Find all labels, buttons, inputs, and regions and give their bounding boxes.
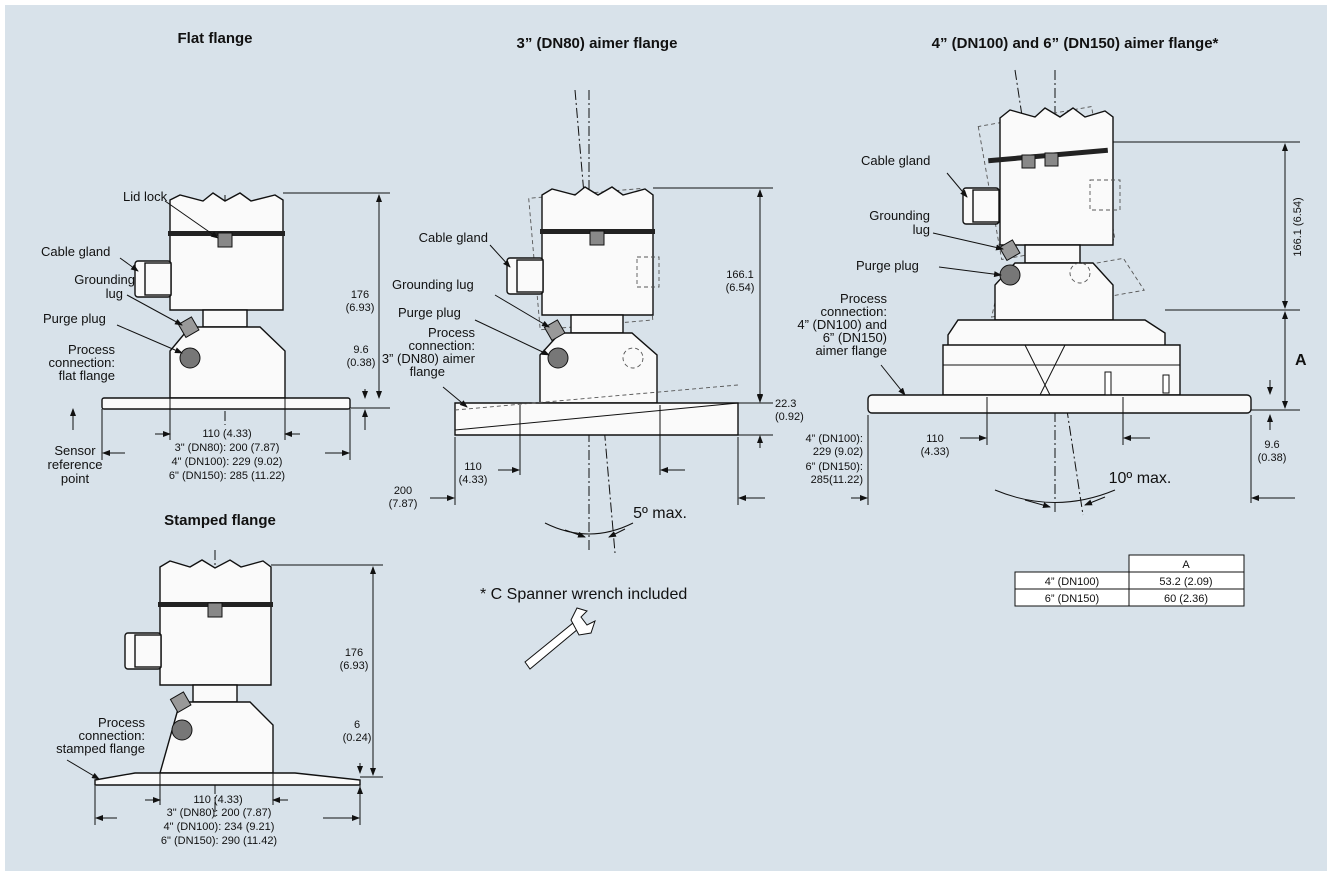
spanner-note: * C Spanner wrench included	[480, 586, 687, 603]
aimer-3in-process-label-3: 3” (DN80) aimer	[382, 351, 476, 366]
flat-width-110: 110 (4.33)	[202, 428, 251, 440]
table-header-a: A	[1182, 559, 1190, 571]
aimer-3in-width-110: 110	[464, 461, 482, 473]
flat-cable-gland-label: Cable gland	[41, 244, 110, 259]
stamped-process-label-3: stamped flange	[56, 741, 145, 756]
flat-purge-label: Purge plug	[43, 311, 106, 326]
stamped-width-dn80: 3" (DN80): 200 (7.87)	[167, 807, 272, 819]
aimer-4-6in-title: 4” (DN100) and 6” (DN150) aimer flange*	[932, 35, 1219, 52]
flat-width-dn150: 6" (DN150): 285 (11.22)	[169, 470, 285, 482]
stamped-width-dn100: 4" (DN100): 234 (9.21)	[164, 821, 275, 833]
stamped-height-176: 176	[345, 647, 363, 659]
aimer-3in-process-label-1: Process	[428, 325, 475, 340]
aimer-3in-height-223-in: (0.92)	[775, 411, 804, 423]
table-row-size: 6” (DN150)	[1045, 593, 1099, 605]
dimension-drawing: Flat flange Lid lock Cable gland Groundi…	[41, 30, 1307, 847]
aimer-4-6in-cable-gland-label: Cable gland	[861, 153, 930, 168]
stamped-flange-view: Stamped flange Process connection: stamp…	[56, 512, 383, 847]
aimer-4-6in-process-label-3: 4” (DN100) and	[797, 317, 887, 332]
aimer-4-6in-width-dn150: 6” (DN150):	[806, 461, 863, 473]
aimer-3in-height-166: 166.1	[726, 269, 754, 281]
aimer-4-6in-process-label-5: aimer flange	[815, 343, 887, 358]
flat-process-label-2: connection:	[49, 355, 116, 370]
aimer-4-6in-flange-plate	[867, 394, 1252, 414]
aimer-3in-process-label-2: connection:	[409, 338, 476, 353]
sensor-ref-label-3: point	[61, 471, 90, 486]
aimer-4-6in-height-96: 9.6	[1264, 439, 1279, 451]
flat-grounding-label-2: lug	[106, 286, 123, 301]
stamped-height-6: 6	[354, 719, 360, 731]
table-row-value: 53.2 (2.09)	[1159, 576, 1212, 588]
aimer-4-6in-height-96-in: (0.38)	[1258, 452, 1287, 464]
aimer-4-6in-process-label-2: connection:	[821, 304, 888, 319]
table-row-size: 4” (DN100)	[1045, 576, 1099, 588]
aimer-3in-angle: 5º max.	[633, 505, 687, 522]
stamped-process-label-1: Process	[98, 715, 145, 730]
flat-height-96: 9.6	[353, 344, 368, 356]
aimer-3in-height-166-in: (6.54)	[726, 282, 755, 294]
aimer-3in-view: 3” (DN80) aimer flange Cable gland Groun…	[382, 35, 804, 554]
stamped-height-176-in: (6.93)	[340, 660, 369, 672]
flat-housing	[169, 192, 284, 311]
aimer-3in-cable-gland-label: Cable gland	[419, 230, 488, 245]
sensor-ref-label-2: reference	[48, 457, 103, 472]
flat-process-label-3: flat flange	[59, 368, 115, 383]
flat-process-label-1: Process	[68, 342, 115, 357]
flat-width-dn80: 3" (DN80): 200 (7.87)	[175, 442, 280, 454]
aimer-4-6in-view: 4” (DN100) and 6” (DN150) aimer flange* …	[797, 35, 1307, 516]
spanner-wrench-icon	[524, 607, 596, 670]
aimer-3in-grounding-label: Grounding lug	[392, 277, 474, 292]
stamped-height-6-in: (0.24)	[343, 732, 372, 744]
flat-height-96-in: (0.38)	[347, 357, 376, 369]
stamped-process-label-2: connection:	[79, 728, 146, 743]
aimer-4-6in-width-110-in: (4.33)	[921, 446, 950, 458]
aimer-4-6in-process-label-1: Process	[840, 291, 887, 306]
table-row-value: 60 (2.36)	[1164, 593, 1208, 605]
flat-purge-plug	[179, 347, 201, 369]
aimer-4-6in-housing	[999, 107, 1114, 246]
aimer-3in-width-200-in: (7.87)	[389, 498, 418, 510]
aimer-4-6in-purge-label: Purge plug	[856, 258, 919, 273]
flat-height-176-in: (6.93)	[346, 302, 375, 314]
aimer-3in-width-200: 200	[394, 485, 412, 497]
stamped-flange-title: Stamped flange	[164, 512, 276, 529]
aimer-4-6in-height-166: 166.1 (6.54)	[1292, 197, 1304, 256]
stamped-adapter	[159, 701, 274, 774]
aimer-4-6in-process-label-4: 6” (DN150)	[823, 330, 887, 345]
aimer-4-6in-width-dn150-val: 285(11.22)	[811, 474, 863, 486]
dimension-a-table: A 4” (DN100) 53.2 (2.09) 6” (DN150) 60 (…	[1014, 554, 1245, 607]
aimer-4-6in-grounding-label-1: Grounding	[869, 208, 930, 223]
aimer-3in-housing	[541, 186, 654, 316]
aimer-4-6in-width-dn100-val: 229 (9.02)	[813, 446, 863, 458]
flat-flange-view: Flat flange Lid lock Cable gland Groundi…	[41, 30, 390, 486]
aimer-4-6in-width-dn100: 4” (DN100):	[806, 433, 863, 445]
aimer-3in-process-label-4: flange	[410, 364, 445, 379]
aimer-3in-flange-plate	[454, 402, 739, 436]
flat-flange-plate	[101, 397, 351, 410]
drawing-canvas: Flat flange Lid lock Cable gland Groundi…	[5, 5, 1327, 871]
flat-grounding-lug	[177, 316, 200, 339]
stamped-flange-plate	[94, 772, 361, 786]
aimer-4-6in-dim-a: A	[1295, 352, 1307, 369]
sensor-ref-label-1: Sensor	[54, 443, 96, 458]
flat-lid-lock-label: Lid lock	[123, 189, 168, 204]
aimer-4-6in-grounding-label-2: lug	[913, 222, 930, 237]
aimer-3in-title: 3” (DN80) aimer flange	[517, 35, 678, 52]
aimer-3in-purge-label: Purge plug	[398, 305, 461, 320]
stamped-width-dn150: 6" (DN150): 290 (11.42)	[161, 835, 277, 847]
flat-lid-lock-screw	[217, 232, 233, 248]
stamped-purge-plug	[171, 719, 193, 741]
flat-width-dn100: 4" (DN100): 229 (9.02)	[172, 456, 283, 468]
aimer-3in-width-110-in: (4.33)	[459, 474, 488, 486]
flat-height-176: 176	[351, 289, 369, 301]
aimer-3in-height-223: 22.3	[775, 398, 796, 410]
stamped-housing	[159, 559, 272, 686]
aimer-4-6in-width-110: 110	[926, 433, 944, 445]
flat-flange-title: Flat flange	[177, 30, 252, 47]
aimer-4-6in-angle: 10º max.	[1109, 470, 1172, 487]
flat-grounding-label-1: Grounding	[74, 272, 135, 287]
stamped-width-110: 110 (4.33)	[193, 794, 242, 806]
